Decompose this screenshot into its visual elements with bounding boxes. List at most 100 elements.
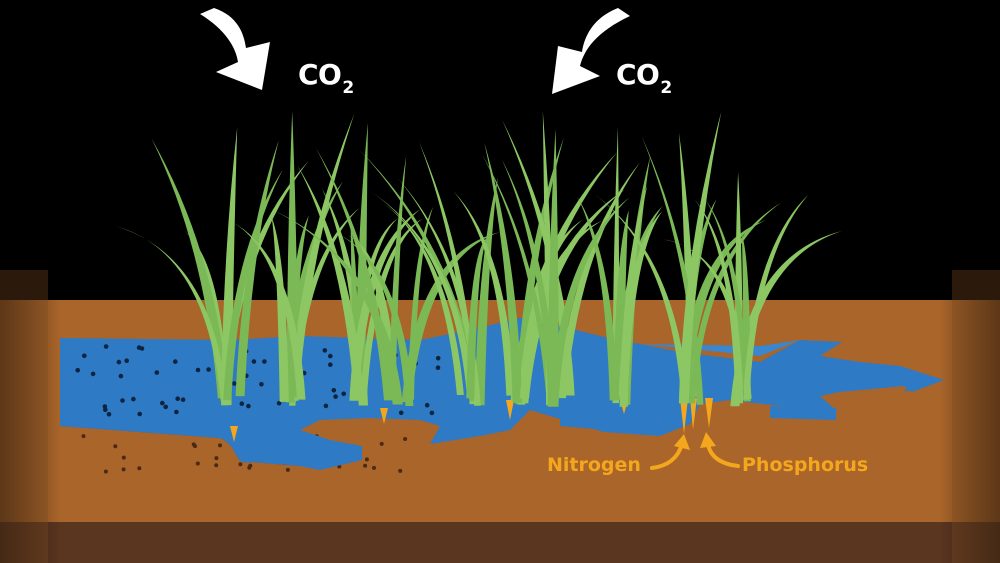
grass-blade: [223, 169, 283, 401]
left-blur-edge: [0, 270, 48, 563]
water-flow-arrowhead: [780, 366, 944, 392]
grass-blade: [229, 220, 306, 400]
grass-blade: [271, 216, 289, 402]
phosphorus-label: Phosphorus: [742, 454, 869, 476]
grass-blade: [297, 165, 365, 400]
grass-blade: [407, 207, 433, 400]
soil-particle: [191, 442, 196, 447]
grass-blade: [388, 155, 407, 399]
sediment-dot: [137, 411, 142, 417]
grass-blade: [474, 177, 498, 406]
soil-particle: [214, 456, 219, 461]
grass-blade: [481, 153, 553, 403]
co2-left-subscript: 2: [342, 78, 354, 98]
sediment-dot: [124, 358, 129, 364]
grass-blade: [286, 215, 309, 403]
sediment-dot: [136, 345, 142, 350]
sediment-dot: [82, 353, 87, 359]
wetland-grass: [115, 111, 842, 407]
co2-left-text: CO: [298, 58, 342, 91]
sediment-dot: [206, 367, 211, 372]
sediment-dot: [118, 373, 124, 379]
sediment-dot: [106, 412, 112, 417]
sediment-dot: [175, 396, 180, 402]
sediment-dot: [195, 367, 201, 373]
co2-arrow-right: [552, 8, 630, 94]
sediment-dot: [232, 381, 237, 386]
sediment-dot: [328, 353, 333, 359]
right-edge-shade: [940, 300, 1000, 563]
sediment-dot: [160, 400, 165, 406]
soil-particle: [214, 463, 219, 468]
grass-blade: [484, 142, 522, 403]
soil-particle: [238, 462, 243, 467]
sediment-dot: [120, 398, 125, 403]
soil-particle: [363, 463, 368, 468]
soil-particle: [364, 457, 369, 462]
co2-arrow-left: [200, 8, 270, 90]
sediment-dot: [323, 403, 329, 409]
sediment-dot: [180, 397, 186, 403]
phosphorus-arrowhead: [700, 432, 716, 448]
left-edge-shade: [0, 300, 60, 563]
soil-particle: [372, 465, 376, 470]
sediment-dot: [239, 401, 245, 407]
sediment-dot: [262, 359, 267, 364]
grass-blade: [743, 194, 809, 400]
sediment-dot: [435, 365, 441, 371]
sediment-dot: [75, 367, 80, 373]
grass-blade: [550, 197, 630, 402]
sediment-dot: [103, 407, 108, 413]
soil-particle: [218, 443, 222, 448]
sediment-dot: [116, 359, 122, 365]
sediment-dot: [90, 371, 96, 377]
grass-blade: [466, 236, 488, 399]
sediment-dot: [333, 394, 338, 399]
right-blur-edge: [952, 270, 1000, 563]
grass-blade: [558, 162, 640, 399]
water-branch: [770, 406, 836, 420]
grass-blade: [221, 127, 238, 406]
grass-blade: [619, 185, 648, 407]
sediment-dot: [103, 344, 109, 349]
grass-blade: [694, 199, 742, 396]
co2-right-text: CO: [616, 58, 660, 91]
water-branch: [640, 340, 800, 356]
sediment-dot: [424, 402, 430, 408]
grass-blade: [382, 202, 464, 395]
grass-blade: [688, 202, 781, 404]
sediment-dot: [322, 348, 328, 353]
nitrogen-label: Nitrogen: [547, 454, 641, 476]
sediment-dot: [435, 355, 441, 361]
nitrogen-arrowhead: [674, 434, 690, 450]
soil-particle: [285, 467, 290, 472]
sediment-dot: [154, 370, 160, 375]
sediment-dot: [131, 396, 136, 402]
soil-particle: [398, 468, 403, 473]
sediment-dot: [398, 410, 404, 416]
sediment-dot: [429, 410, 435, 416]
sediment-dot: [251, 359, 257, 364]
sediment-dot: [246, 403, 251, 409]
sediment-dot: [276, 400, 282, 406]
grass-blade: [678, 111, 722, 404]
soil-particle: [379, 441, 384, 446]
sediment-dot: [328, 362, 333, 368]
grass-blade: [235, 140, 279, 397]
co2-label-left: CO2: [298, 58, 354, 98]
sediment-dot: [259, 382, 264, 387]
soil-particle: [137, 466, 142, 471]
sediment-dot: [174, 409, 179, 415]
soil-particle: [195, 461, 200, 466]
grass-blade: [663, 239, 752, 399]
soil-particle: [113, 444, 118, 449]
co2-right-subscript: 2: [660, 78, 672, 98]
sediment-dot: [331, 388, 337, 393]
sediment-dot: [341, 391, 347, 397]
sediment-dot: [163, 404, 168, 410]
soil-particle: [121, 455, 126, 460]
grass-blade: [453, 191, 515, 396]
grass-blade: [519, 189, 625, 399]
